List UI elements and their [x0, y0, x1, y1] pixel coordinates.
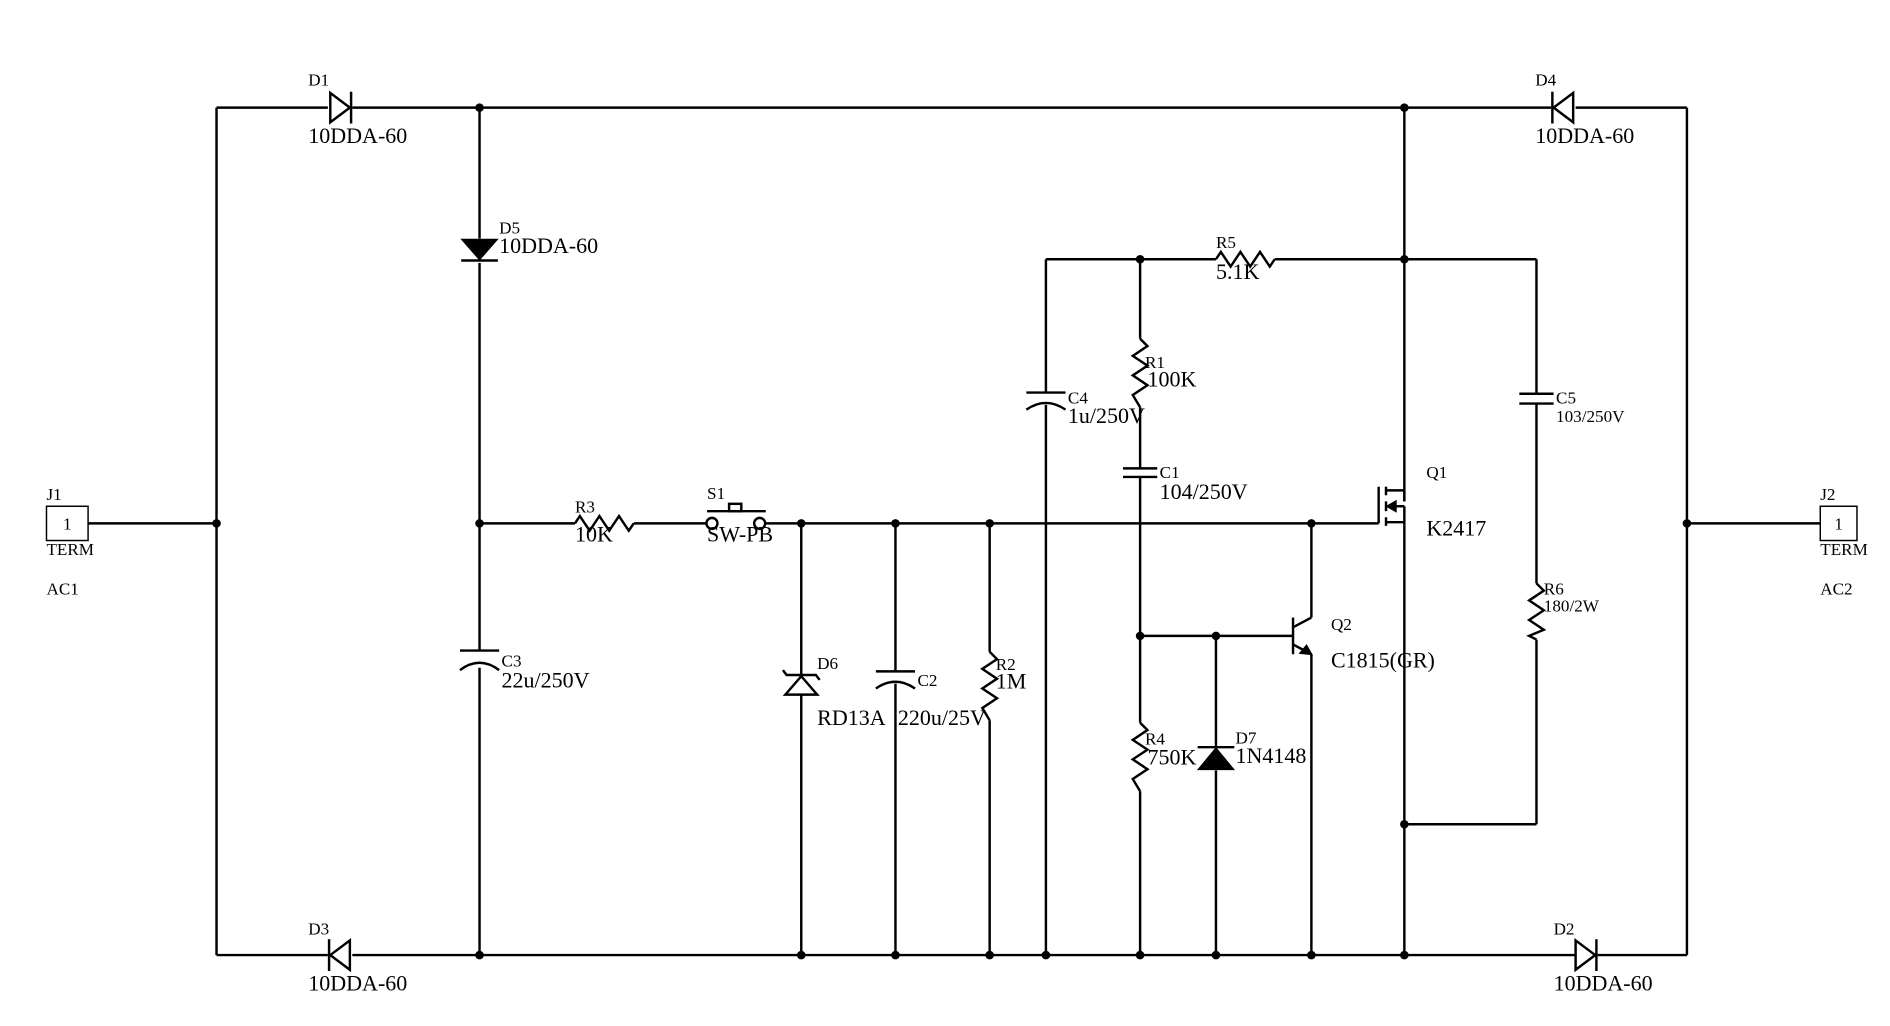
junction: [1211, 631, 1221, 641]
r2-ref: R2: [996, 655, 1016, 674]
mosfet-q1: Q1 K2417: [1377, 463, 1486, 541]
d6-ref: D6: [817, 654, 838, 673]
terminal-j1: 1 J1 TERM AC1: [45, 485, 94, 598]
c3-value: 22u/250V: [502, 667, 590, 692]
d1-ref: D1: [308, 71, 329, 90]
diode-d2: D2 10DDA-60: [1554, 919, 1653, 995]
r5-ref: R5: [1216, 233, 1236, 252]
c5-ref: C5: [1556, 389, 1576, 408]
junction: [475, 950, 484, 960]
diode-d4: D4 10DDA-60: [1535, 71, 1634, 148]
junction: [985, 519, 994, 528]
s1-value: SW-PB: [707, 522, 773, 547]
junction: [475, 103, 484, 112]
q1-ref: Q1: [1426, 463, 1447, 482]
junction: [891, 950, 900, 960]
d7-ref: D7: [1236, 729, 1257, 748]
junction: [1400, 950, 1409, 960]
j2-type: TERM: [1820, 540, 1868, 559]
diode-d3: D3 10DDA-60: [308, 919, 407, 995]
j2-net: AC2: [1820, 579, 1852, 598]
s1-ref: S1: [707, 484, 725, 503]
junction: [891, 519, 900, 528]
j1-ref: J1: [46, 485, 61, 504]
d5-value: 10DDA-60: [499, 233, 598, 258]
d3-ref: D3: [308, 919, 329, 938]
r2-value: 1M: [996, 668, 1027, 693]
resistor-r6: R6 180/2W: [1526, 579, 1600, 641]
transistor-q2: Q2 C1815(GR): [1291, 615, 1435, 673]
r6-ref: R6: [1544, 579, 1564, 598]
d2-value: 10DDA-60: [1554, 971, 1653, 996]
capacitor-c5: C5 103/250V: [1519, 389, 1625, 426]
d4-value: 10DDA-60: [1535, 123, 1634, 148]
diode-d1: D1 10DDA-60: [308, 71, 407, 148]
resistor-r1: R1 100K: [1130, 337, 1196, 408]
c2-value: 220u/25V: [898, 705, 986, 730]
c1-value: 104/250V: [1160, 479, 1248, 504]
diode-d7: D7 1N4148: [1196, 729, 1307, 771]
d5-ref: D5: [499, 219, 520, 238]
junction: [796, 950, 806, 960]
junction: [796, 519, 806, 528]
r1-value: 100K: [1147, 366, 1196, 391]
junction: [1307, 950, 1316, 960]
j1-type: TERM: [46, 540, 94, 559]
capacitor-c3: C3 22u/250V: [459, 649, 590, 692]
d4-ref: D4: [1535, 71, 1556, 90]
j1-net: AC1: [46, 579, 78, 598]
junction: [1135, 254, 1145, 264]
r1-ref: R1: [1145, 353, 1165, 372]
wires: [88, 106, 1821, 957]
c4-ref: C4: [1068, 389, 1088, 408]
junction: [1135, 631, 1145, 641]
junction: [1211, 950, 1221, 960]
junction: [985, 950, 994, 960]
resistor-r2: R2 1M: [980, 650, 1027, 721]
capacitor-c4: C4 1u/250V: [1025, 389, 1145, 428]
junction: [1400, 254, 1409, 264]
q1-value: K2417: [1426, 516, 1486, 541]
d7-value: 1N4148: [1236, 743, 1307, 768]
zener-d6: D6 RD13A: [781, 654, 886, 730]
junction: [1307, 519, 1316, 528]
j2-pin: 1: [1834, 515, 1843, 534]
c2-ref: C2: [917, 671, 937, 690]
d3-value: 10DDA-60: [308, 971, 407, 996]
r3-value: 10K: [575, 522, 613, 547]
junction-dots: [212, 103, 1692, 960]
resistor-r3: R3 10K: [573, 497, 635, 547]
capacitor-c1: C1 104/250V: [1122, 463, 1248, 504]
d1-value: 10DDA-60: [308, 123, 407, 148]
r6-value: 180/2W: [1544, 596, 1600, 615]
r4-ref: R4: [1145, 730, 1165, 749]
capacitor-c2: C2 220u/25V: [875, 670, 986, 730]
r4-value: 750K: [1147, 744, 1196, 769]
junction: [1135, 950, 1145, 960]
terminal-j2: 1 J2 TERM AC2: [1819, 485, 1868, 598]
junction: [212, 519, 221, 528]
q2-ref: Q2: [1331, 615, 1352, 634]
junction: [1400, 819, 1409, 829]
c3-ref: C3: [502, 651, 522, 670]
diode-d5: D5 10DDA-60: [460, 219, 598, 262]
resistor-r5: R5 5.1K: [1214, 233, 1276, 284]
d2-ref: D2: [1554, 919, 1575, 938]
junction: [1041, 950, 1051, 960]
resistor-r4: R4 750K: [1130, 721, 1196, 792]
j1-pin: 1: [63, 515, 72, 534]
junction: [1400, 103, 1409, 112]
q2-value: C1815(GR): [1331, 648, 1435, 673]
switch-s1: S1 SW-PB: [705, 484, 773, 547]
junction: [475, 519, 484, 528]
j2-ref: J2: [1820, 485, 1835, 504]
c4-value: 1u/250V: [1068, 403, 1145, 428]
r5-value: 5.1K: [1216, 259, 1260, 284]
r3-ref: R3: [575, 497, 595, 516]
c1-ref: C1: [1160, 463, 1180, 482]
d6-value: RD13A: [817, 705, 886, 730]
c5-value: 103/250V: [1556, 407, 1625, 426]
junction: [1682, 519, 1692, 528]
